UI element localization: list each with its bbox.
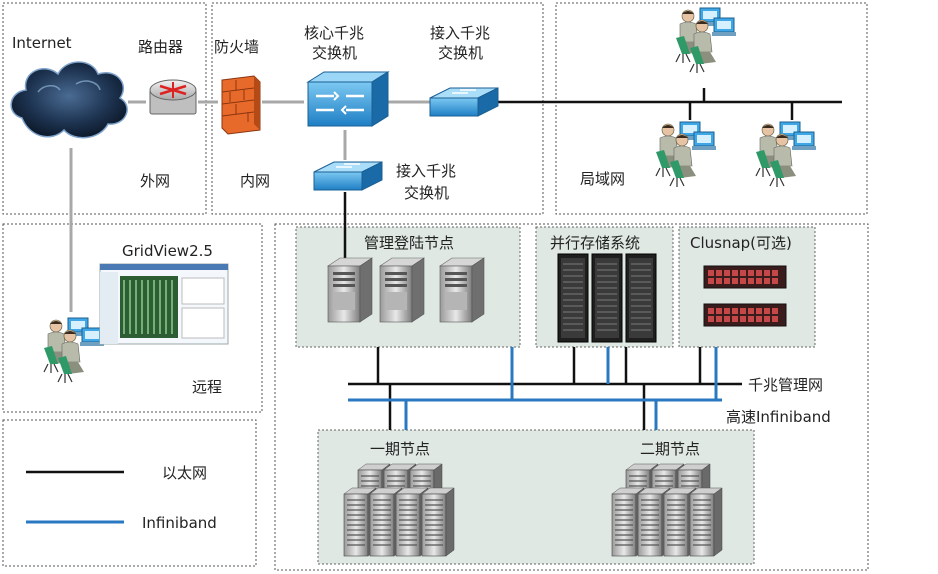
access-switch-top-label-line2: 交换机 <box>438 44 483 62</box>
remote-label: 远程 <box>192 378 222 396</box>
login-nodes-label: 管理登陆节点 <box>364 234 454 252</box>
internet-region <box>2 2 207 215</box>
gridview-label: GridView2.5 <box>122 242 213 260</box>
clusnap-unit-1-icon <box>703 265 787 289</box>
storage-label: 并行存储系统 <box>550 234 640 252</box>
lan-label: 局域网 <box>580 170 625 188</box>
firewall-icon <box>221 75 261 135</box>
infiniband-net-label: 高速Infiniband <box>726 408 831 426</box>
gridview-screenshot-icon <box>99 263 229 345</box>
lan-region <box>555 2 868 215</box>
clusnap-unit-2-icon <box>703 303 787 327</box>
clusnap-label: Clusnap(可选) <box>690 234 792 252</box>
storage-rack-1-icon <box>557 253 589 343</box>
firewall-label: 防火墙 <box>214 38 259 56</box>
login-server-1-icon <box>327 257 373 323</box>
router-icon <box>149 79 197 115</box>
legend-region <box>2 419 257 567</box>
cloud-icon <box>10 61 128 139</box>
access-switch-mid-icon <box>313 161 383 191</box>
access-switch-mid-label-line1: 接入千兆 <box>396 162 456 180</box>
remote-region <box>2 223 263 413</box>
lan-inner-label: 内网 <box>240 172 270 190</box>
legend-infiniband-label: Infiniband <box>142 514 217 532</box>
phase1-label: 一期节点 <box>370 440 430 458</box>
core-switch-label-line2: 交换机 <box>312 44 357 62</box>
lan-user-right-icon <box>756 122 816 187</box>
access-switch-mid-label-line2: 交换机 <box>404 184 449 202</box>
login-server-3-icon <box>439 257 485 323</box>
storage-rack-2-icon <box>591 253 623 343</box>
core-network-region <box>211 2 544 215</box>
legend-ethernet-label: 以太网 <box>162 464 207 482</box>
phase1-node-cluster-icon <box>344 464 454 556</box>
login-server-2-icon <box>379 257 425 323</box>
lan-user-left-icon <box>656 122 716 187</box>
lan-user-top-icon <box>676 8 736 73</box>
core-switch-label-line1: 核心千兆 <box>304 24 364 42</box>
storage-rack-3-icon <box>625 253 657 343</box>
remote-user-icon <box>44 318 104 383</box>
gigabit-net-label: 千兆管理网 <box>748 376 823 394</box>
phase2-label: 二期节点 <box>640 440 700 458</box>
access-switch-top-label-line1: 接入千兆 <box>430 24 490 42</box>
core-switch-icon <box>306 71 390 127</box>
internet-label: Internet <box>12 34 72 52</box>
wan-label: 外网 <box>140 172 170 190</box>
phase2-node-cluster-icon <box>612 464 722 556</box>
cluster-region <box>274 223 869 571</box>
access-switch-top-icon <box>429 87 499 117</box>
router-label: 路由器 <box>138 38 183 56</box>
